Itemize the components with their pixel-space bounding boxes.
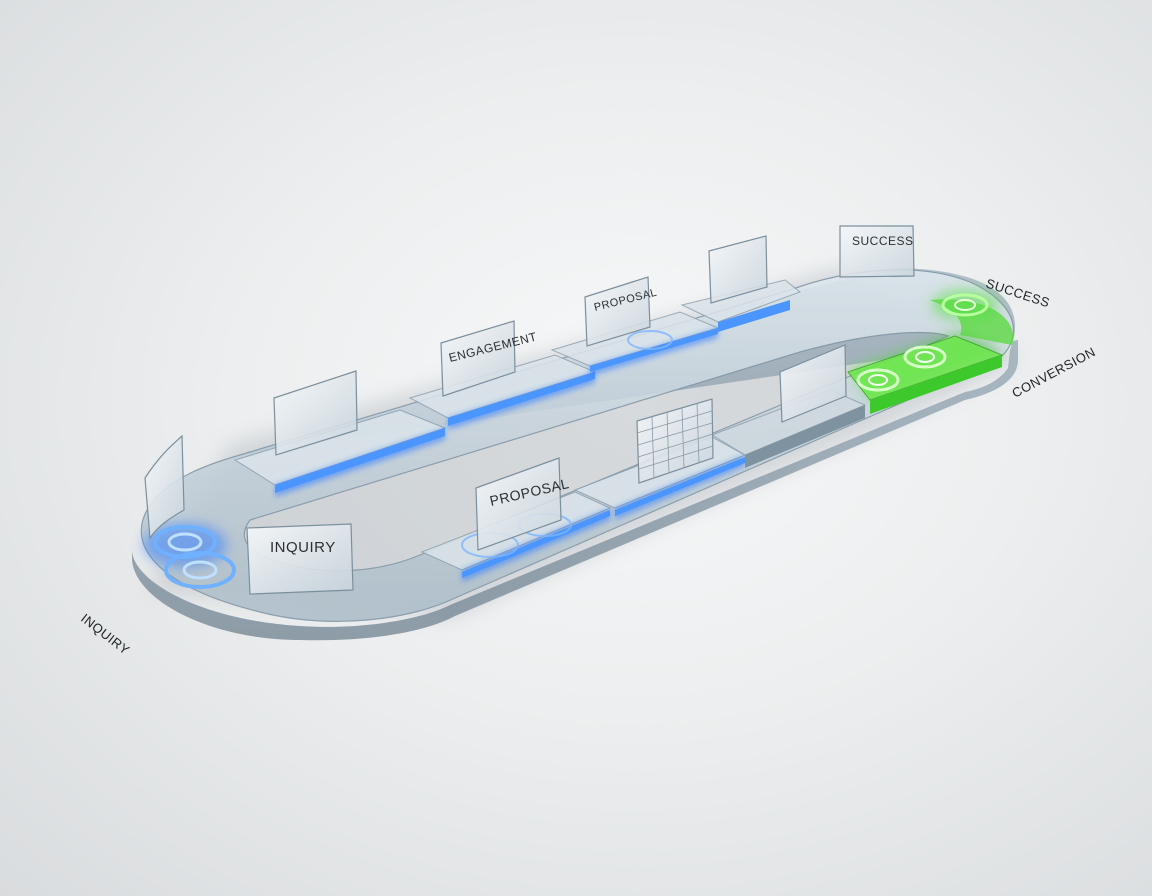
- panel-back-blank-1: [273, 370, 358, 456]
- back-segments: [233, 279, 802, 497]
- panel-back-blank-2: [708, 235, 768, 304]
- panel-inquiry: INQUIRY: [246, 523, 354, 595]
- panel-grid: [636, 398, 714, 484]
- panel-success: SUCCESS: [839, 225, 915, 278]
- blue-ring-inquiry: [143, 523, 236, 589]
- segment-back-1: [233, 409, 447, 497]
- green-ring-success: [931, 289, 999, 321]
- panel-front-blank: [779, 344, 847, 423]
- panel-proposal-back: PROPOSAL: [584, 276, 658, 347]
- floor-label-inquiry: INQUIRY: [78, 611, 132, 658]
- green-ring-conversion: [856, 345, 947, 392]
- track-side: [131, 268, 1018, 641]
- panel-grid-lines: [636, 402, 714, 479]
- glow-rings: [143, 289, 999, 589]
- panel-inquiry-label: INQUIRY: [270, 539, 336, 556]
- floor-label-conversion: CONVERSION: [1009, 344, 1098, 401]
- panel-success-label: SUCCESS: [852, 234, 914, 248]
- panel-left-curved: [144, 434, 185, 540]
- blue-ring-proposal-back: [627, 330, 673, 350]
- segment-back-2: [408, 354, 597, 430]
- panels: ENGAGEMENT PROPOSAL SUCCESS: [144, 225, 915, 595]
- panel-proposal-front: PROPOSAL: [475, 457, 571, 551]
